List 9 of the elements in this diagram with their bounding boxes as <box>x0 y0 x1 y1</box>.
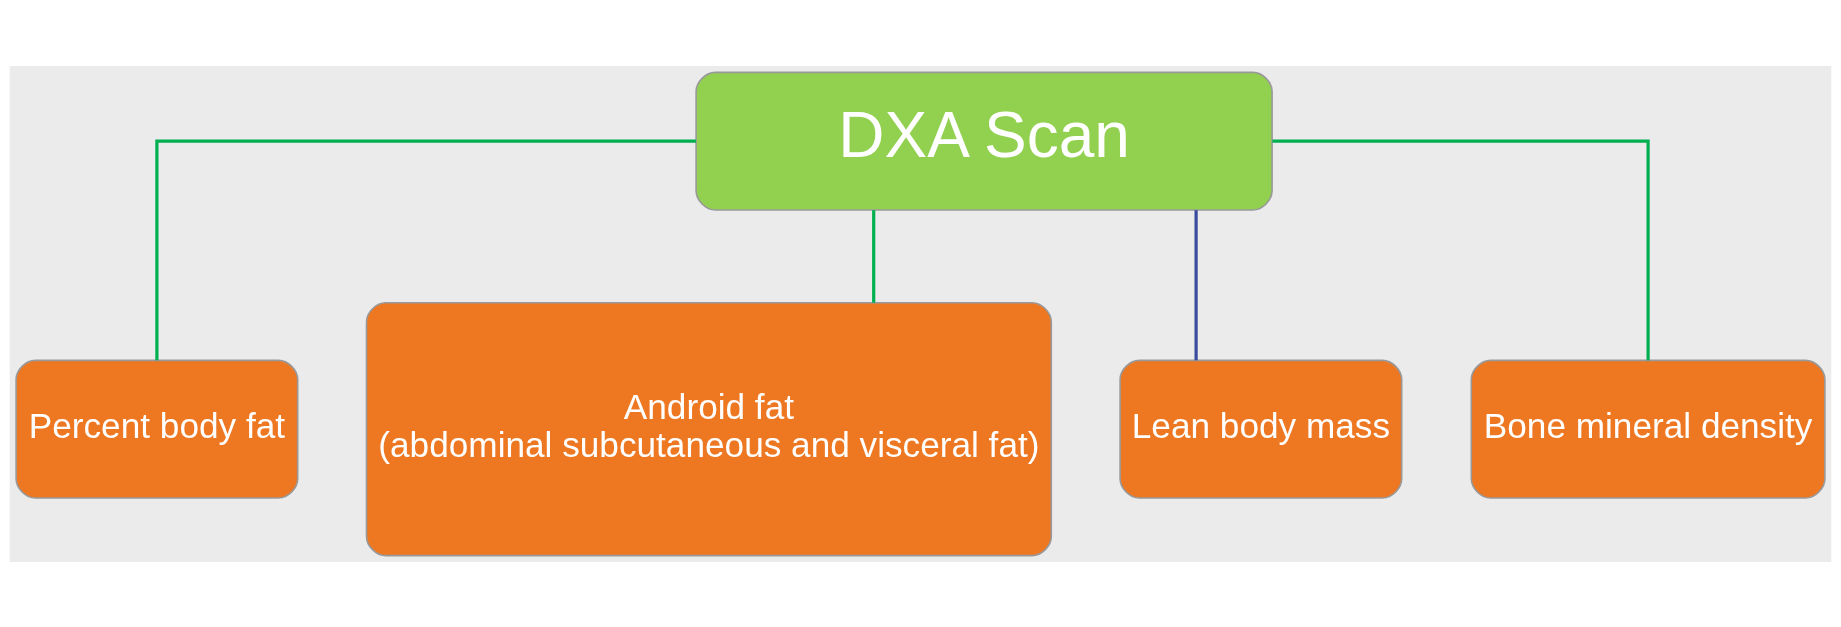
node-box: Percent body fat <box>15 359 299 499</box>
node-box: Lean body mass <box>1119 359 1403 499</box>
connector <box>1272 139 1650 360</box>
connector <box>155 139 696 360</box>
connector <box>872 209 876 303</box>
connector <box>1194 209 1198 360</box>
node-box: Bone mineral density <box>1470 359 1826 499</box>
node-box: DXA Scan <box>695 71 1273 211</box>
node-box: Android fat (abdominal subcutaneous and visceral fat) <box>365 301 1053 556</box>
